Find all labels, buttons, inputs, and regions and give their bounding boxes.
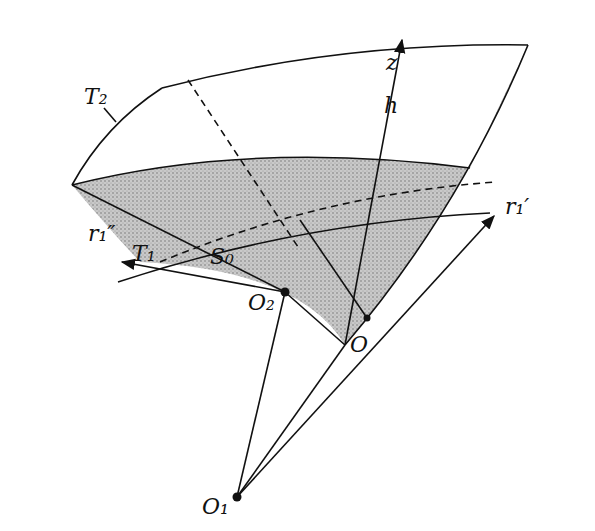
point-label: S₀ [210, 246, 234, 268]
point-label: O₁ [202, 496, 229, 518]
point-label: T₂ [84, 86, 108, 108]
point-label: T₁ [132, 243, 156, 265]
point-label: O [350, 334, 368, 356]
point-label: z [386, 52, 398, 74]
point-label: r₁′ [505, 196, 529, 218]
point-label: r₁″ [88, 223, 116, 245]
point-label: h [384, 95, 398, 117]
point-label: O₂ [248, 292, 275, 314]
